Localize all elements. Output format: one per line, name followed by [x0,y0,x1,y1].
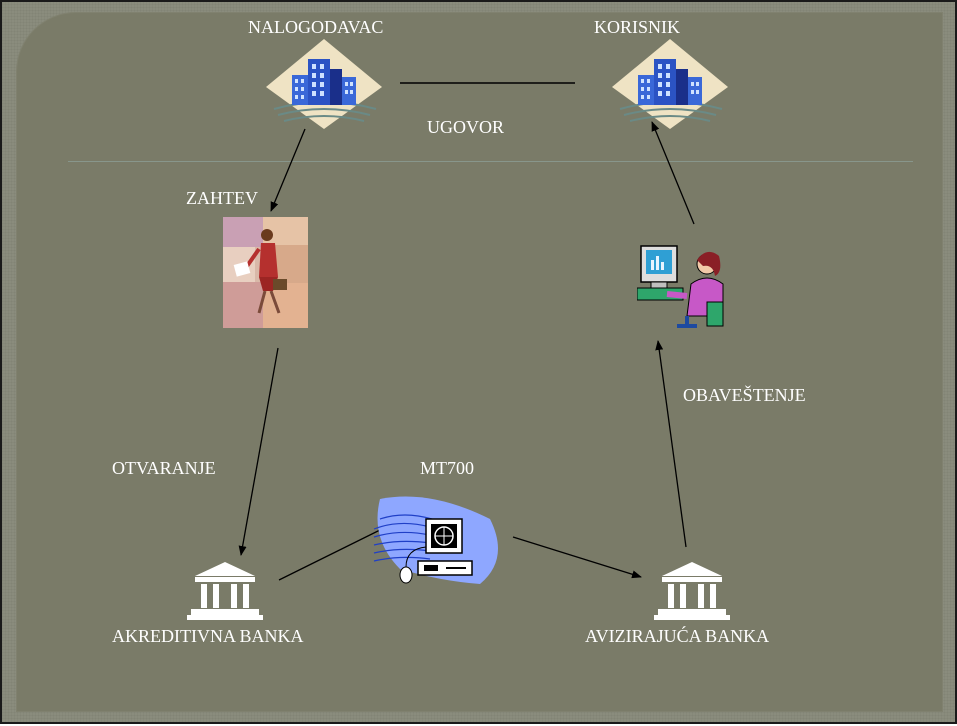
arrow-user-to-korisnik [651,121,695,225]
node-korisnik: KORISNIK [594,17,681,37]
computer-user-icon [637,245,724,328]
edge-mt700: MT700 [420,458,474,478]
slide-background [16,12,943,712]
arrow-nalogodavac-to-zahtev [270,128,306,212]
edge-ugovor: UGOVOR [427,117,505,137]
edge-otvaranje: OTVARANJE [112,458,216,478]
building-icon [266,39,382,129]
arrow-mt700-to-avizirajuca [512,536,642,579]
computer-message-icon [373,496,498,584]
node-akreditivna-banka: AKREDITIVNA BANKA [112,626,304,646]
bank-icon [654,562,730,620]
building-icon [612,39,728,129]
bank-icon [187,562,263,620]
edge-zahtev: ZAHTEV [186,188,258,208]
businesswoman-icon [223,217,308,328]
arrow-avizirajuca-to-korisnik-user [655,340,687,548]
divider-line [68,161,913,162]
arrow-akreditivna-to-mt700 [278,524,391,581]
edge-obavestenje: OBAVEŠTENJE [683,385,806,405]
node-nalogodavac: NALOGODAVAC [248,17,384,37]
arrow-zahtev-to-akreditivna [238,347,279,556]
node-avizirajuca-banka: AVIZIRAJUĆA BANKA [585,626,770,646]
